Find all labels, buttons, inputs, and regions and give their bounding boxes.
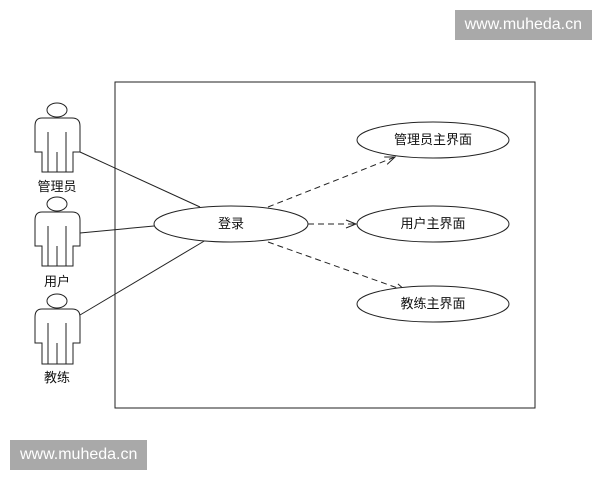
use-case-coach-main-label: 教练主界面: [400, 296, 465, 312]
use-case-login: 登录: [153, 205, 309, 243]
dependency-login-coach-main: [267, 241, 406, 291]
use-case-user-main: 用户主界面: [356, 205, 510, 243]
actor-coach-body: [34, 308, 81, 365]
association-admin-login: [79, 151, 201, 208]
actor-admin-body: [34, 117, 81, 173]
use-case-login-label: 登录: [218, 217, 244, 232]
watermark-top: www.muheda.cn: [454, 10, 592, 40]
actor-user: [34, 196, 81, 267]
system-boundary: [114, 81, 536, 409]
watermark-bottom: www.muheda.cn: [10, 440, 148, 470]
association-coach-login: [79, 239, 207, 316]
use-case-user-main-label: 用户主界面: [400, 216, 465, 232]
dependency-login-admin-main: [267, 157, 395, 208]
use-case-admin-main-label: 管理员主界面: [394, 133, 472, 148]
actor-coach-label: 教练: [44, 370, 70, 386]
use-case-coach-main: 教练主界面: [356, 285, 510, 323]
actor-user-head: [46, 196, 68, 212]
actor-coach: [34, 293, 81, 365]
actor-admin-head: [46, 102, 68, 118]
use-case-admin-main: 管理员主界面: [356, 121, 510, 159]
actor-admin-label: 管理员: [37, 180, 76, 195]
actor-admin: [34, 102, 81, 173]
actor-user-label: 用户: [44, 274, 70, 290]
actor-user-body: [34, 211, 81, 267]
association-user-login: [79, 225, 155, 234]
actor-coach-head: [46, 293, 68, 309]
